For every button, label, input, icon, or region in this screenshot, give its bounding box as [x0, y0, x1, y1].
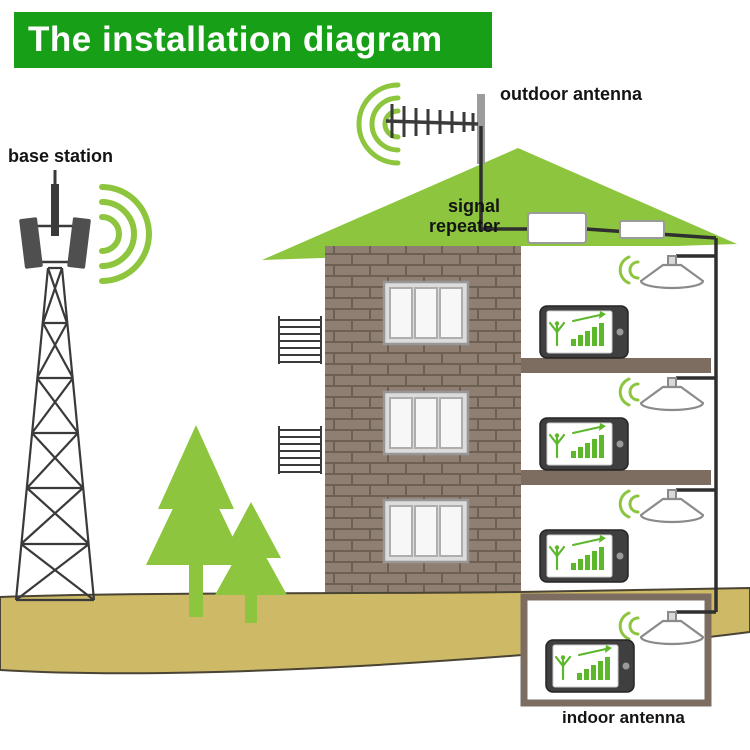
floor-slab: [521, 470, 711, 485]
signal-repeater-label-line1: signal: [447, 196, 500, 216]
power-unit-box: [619, 220, 665, 239]
indoor-antenna-label: indoor antenna: [562, 708, 685, 727]
signal-repeater-box: [527, 212, 587, 244]
indoor-device-floor3: [538, 528, 630, 584]
outdoor-antenna-label: outdoor antenna: [500, 84, 642, 104]
page-title-text: The installation diagram: [28, 20, 443, 59]
base-station-label: base station: [8, 146, 114, 166]
page-title: The installation diagram: [14, 12, 492, 68]
indoor-device-floor2: [538, 416, 630, 472]
balcony-railing: [278, 426, 322, 474]
signal-repeater-label: signal repeater: [396, 196, 500, 236]
window-floor3: [382, 498, 470, 564]
window-floor1: [382, 280, 470, 346]
floor-slab: [521, 358, 711, 373]
signal-repeater-label-line2: repeater: [428, 216, 500, 236]
indoor-device-floor1: [538, 304, 630, 360]
tree-icon: [146, 425, 246, 617]
window-floor2: [382, 390, 470, 456]
base-station-tower: [14, 170, 96, 602]
balcony-railing: [278, 316, 322, 364]
signal-waves-icon: [99, 184, 152, 284]
indoor-device-floor4: [544, 638, 636, 694]
outdoor-antenna: [385, 94, 485, 164]
tree-icon: [215, 502, 287, 623]
